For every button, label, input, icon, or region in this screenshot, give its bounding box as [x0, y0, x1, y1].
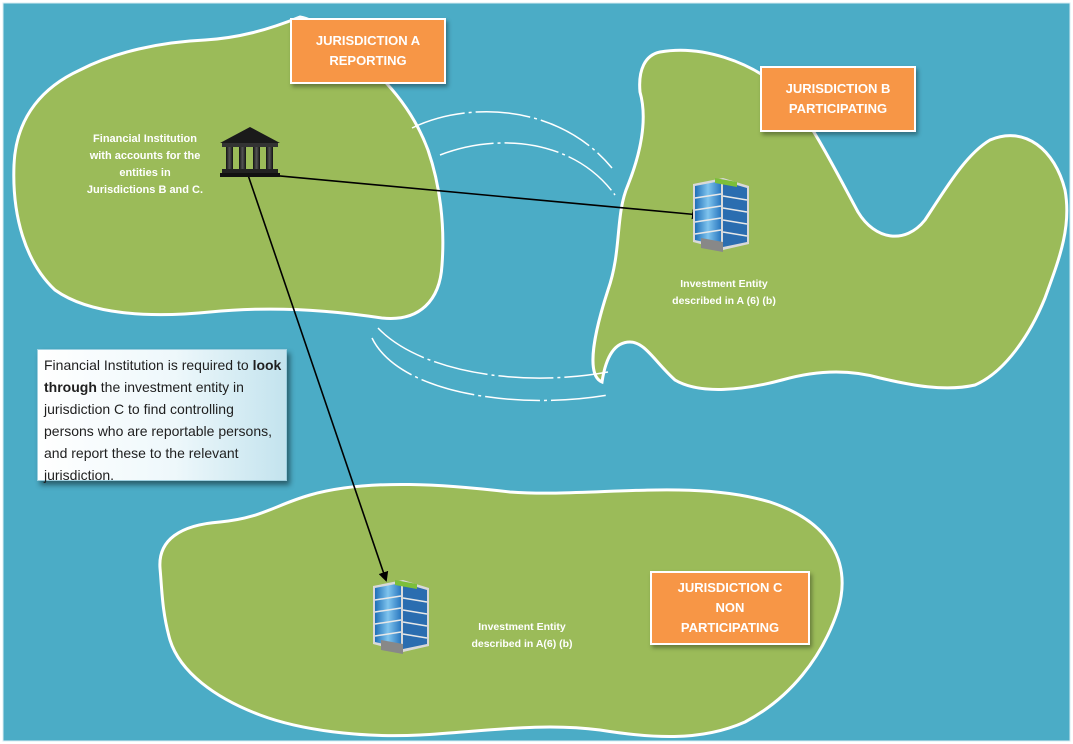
note-text-end: the investment entity in jurisdiction C … [44, 379, 273, 483]
note-text-start: Financial Institution is required to [44, 357, 253, 373]
jurisdiction-b-line-2: PARTICIPATING [788, 101, 888, 116]
office-building-icon [693, 178, 749, 252]
investment-entity-c-text: Investment Entity described in A(6) (b) [447, 619, 597, 653]
ie-c-line: Investment Entity [478, 621, 566, 633]
office-building-icon [373, 580, 429, 654]
connection-rings [371, 110, 616, 402]
jurisdiction-a-line-2: REPORTING [329, 53, 407, 68]
fi-line: entities in [119, 167, 171, 179]
island-jurisdiction-c [158, 482, 844, 739]
arrow-to-jurisdiction-b [247, 172, 702, 220]
jurisdiction-a-label: JURISDICTION A REPORTING [290, 18, 446, 84]
fi-line: Jurisdictions B and C. [86, 184, 204, 196]
island-jurisdiction-b [591, 48, 1069, 391]
jurisdiction-b-label: JURISDICTION B PARTICIPATING [760, 66, 916, 132]
ie-b-line: Investment Entity [680, 278, 768, 290]
fi-line: Financial Institution [93, 133, 197, 145]
jurisdiction-c-line-2: NON [715, 600, 745, 615]
jurisdiction-c-line-3: PARTICIPATING [680, 620, 780, 635]
ie-b-line: described in A (6) (b) [672, 295, 776, 307]
arrow-to-jurisdiction-c [247, 174, 389, 582]
fi-line: with accounts for the [89, 150, 201, 162]
bank-icon [220, 127, 280, 177]
jurisdiction-a-line-1: JURISDICTION A [315, 33, 421, 48]
jurisdiction-b-line-1: JURISDICTION B [785, 81, 891, 96]
jurisdiction-c-label: JURISDICTION C NON PARTICIPATING [650, 571, 810, 645]
look-through-note: Financial Institution is required to loo… [37, 349, 287, 483]
note-text-bold: look through [44, 357, 282, 395]
financial-institution-text: Financial Institution with accounts for … [70, 131, 220, 199]
investment-entity-b-text: Investment Entity described in A (6) (b) [654, 276, 794, 310]
ie-c-line: described in A(6) (b) [471, 638, 573, 650]
jurisdiction-c-line-1: JURISDICTION C [677, 580, 783, 595]
